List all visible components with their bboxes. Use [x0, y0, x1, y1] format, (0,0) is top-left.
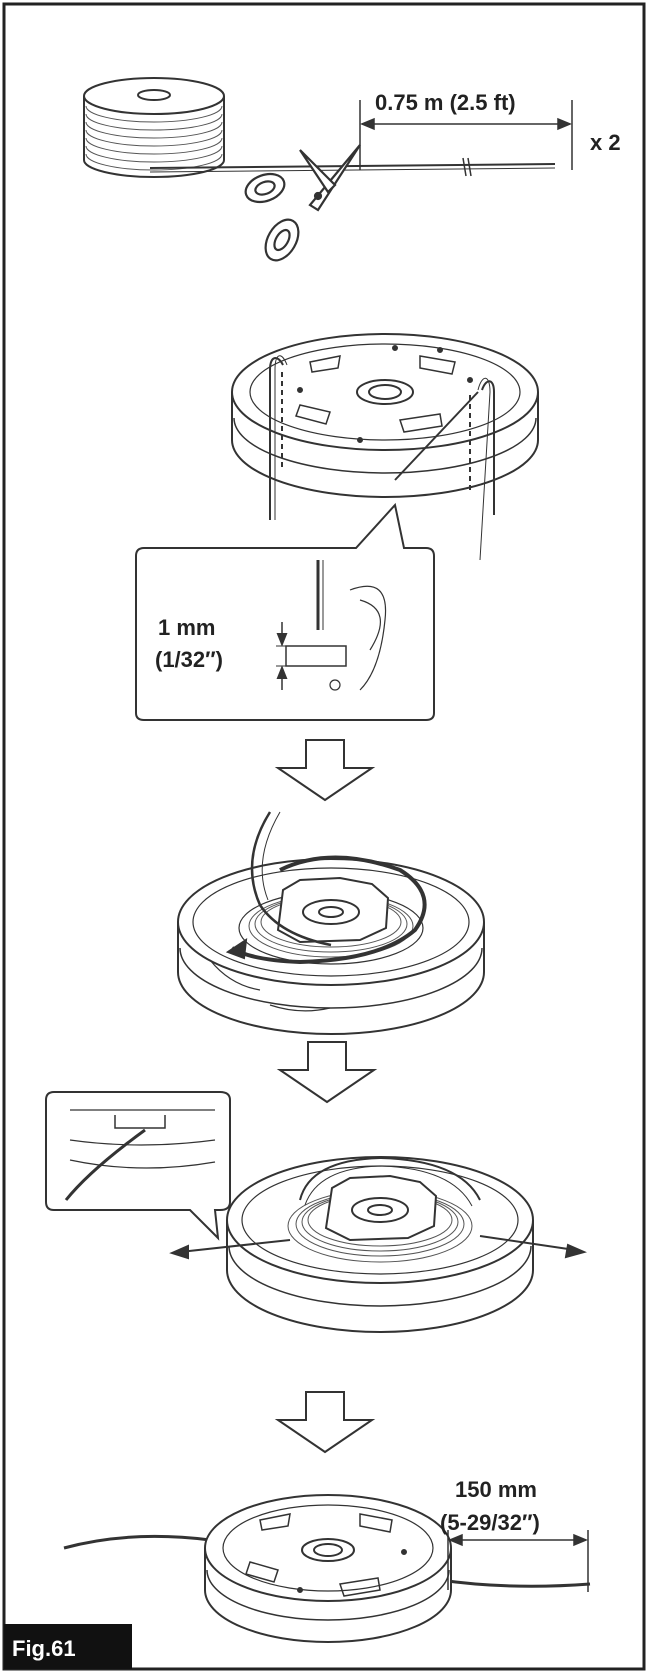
trimmer-head-bottom-view	[231, 333, 539, 498]
spool-open-view	[177, 858, 485, 1035]
break-mark	[462, 157, 472, 177]
length-label: 0.75 m (2.5 ft)	[375, 90, 516, 115]
line-feed	[250, 811, 332, 947]
length-dimension	[359, 100, 573, 170]
right-arrowhead-icon	[564, 1243, 587, 1259]
rotation-arrow	[230, 855, 427, 965]
step1-cut-line	[83, 77, 573, 262]
gap-label-mm: 1 mm	[158, 615, 215, 640]
rotation-arrowhead-icon	[225, 937, 248, 960]
cut-line	[149, 163, 556, 169]
down-arrow-icon	[274, 739, 376, 802]
step4-fix-lines	[45, 1091, 587, 1333]
gap-label-inch: (1/32″)	[155, 647, 223, 672]
protruding-line-right	[439, 1578, 591, 1588]
callout-bubble	[45, 1091, 231, 1241]
protrusion-label-inch: (5-29/32″)	[440, 1510, 540, 1535]
left-arrowhead-icon	[169, 1244, 189, 1260]
line-spool-icon	[83, 77, 225, 178]
step3-wind-lines	[177, 811, 485, 1035]
callout-bubble	[135, 502, 435, 721]
trimmer-head-assembled	[204, 1494, 452, 1643]
trimmer-lines	[269, 355, 495, 561]
spool-wound-view	[226, 1156, 534, 1333]
multiplier-label: x 2	[590, 130, 621, 155]
figure-tag-box	[4, 1624, 132, 1669]
protrusion-dimension	[447, 1530, 589, 1592]
down-arrow-icon	[276, 1041, 378, 1104]
scissors-icon	[244, 144, 361, 262]
step5-assembled-head	[63, 1494, 591, 1643]
protruding-line-left	[63, 1534, 211, 1550]
protrusion-label-mm: 150 mm	[455, 1477, 537, 1502]
down-arrow-icon	[274, 1391, 376, 1454]
pull-arrows	[169, 1235, 587, 1260]
step2-insert-lines	[135, 333, 539, 721]
figure-tag: Fig.61	[12, 1636, 76, 1661]
